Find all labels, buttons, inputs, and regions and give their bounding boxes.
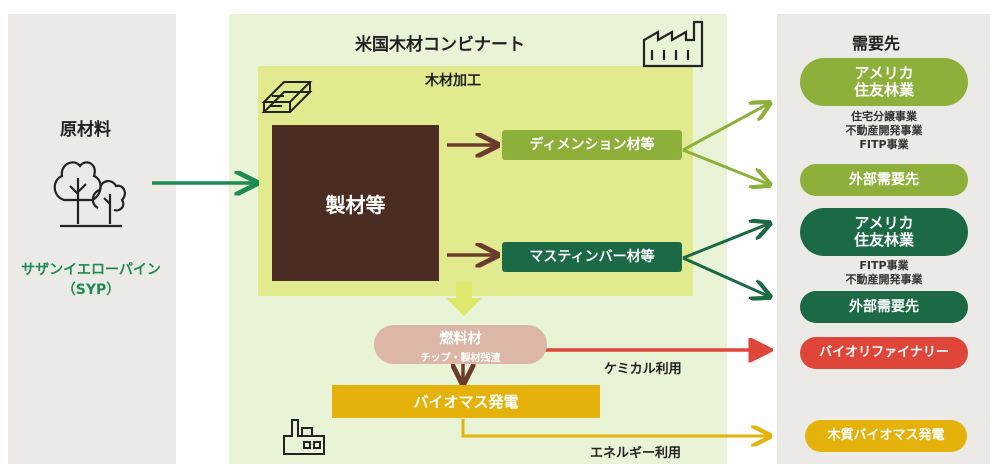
dimension-lumber-box: ディメンション材等 [502,130,682,160]
fuel-sub-label: チップ・製材残渣 [420,353,501,364]
arrow-dimension-external1 [682,148,768,184]
sumitomo-2-box: アメリカ 住友林業 [800,208,968,256]
chemical-use-label: ケミカル利用 [604,362,682,377]
wood-biomass-power-box: 木質バイオマス発電 [805,420,967,452]
arrow-mass-sumitomo2 [682,224,768,260]
arrow-mass-external2 [682,256,768,296]
wood-processing-title: 木材加工 [425,73,481,89]
sumitomo-1-note: 住宅分譲事業 不動産開発事業 FITP事業 [845,110,923,151]
combinat-title: 米国木材コンビナート [355,35,525,55]
arrow-sawmill-to-fuel [446,282,482,316]
raw-material-title: 原材料 [60,120,111,140]
sawmill-box: 製材等 [272,125,439,281]
species-abbr: （SYP） [61,282,121,298]
external-1-box: 外部需要先 [800,164,968,196]
external-2-box: 外部需要先 [800,291,968,323]
forest-icon [53,161,126,228]
lumber-icon [261,81,313,113]
sumitomo-1-box: アメリカ 住友林業 [800,58,968,106]
fuel-box: 燃料材 チップ・製材残渣 [374,325,547,364]
biomass-power-box: バイオマス発電 [332,385,600,418]
arrow-power-wood-biomass [461,419,768,436]
fuel-label: 燃料材 [439,331,482,347]
power-plant-icon [283,419,325,455]
species-label: サザンイエローパイン [21,262,161,278]
demand-title: 需要先 [852,34,901,53]
mass-timber-box: マスティンバー材等 [502,242,682,272]
energy-use-label: エネルギー利用 [590,446,682,461]
factory-icon [642,20,704,68]
arrow-dimension-sumitomo1 [682,104,768,152]
raw-material-panel [8,14,176,464]
sumitomo-2-note: FITP事業 不動産開発事業 [845,259,923,286]
biorefinery-box: バイオリファイナリー [800,337,968,369]
